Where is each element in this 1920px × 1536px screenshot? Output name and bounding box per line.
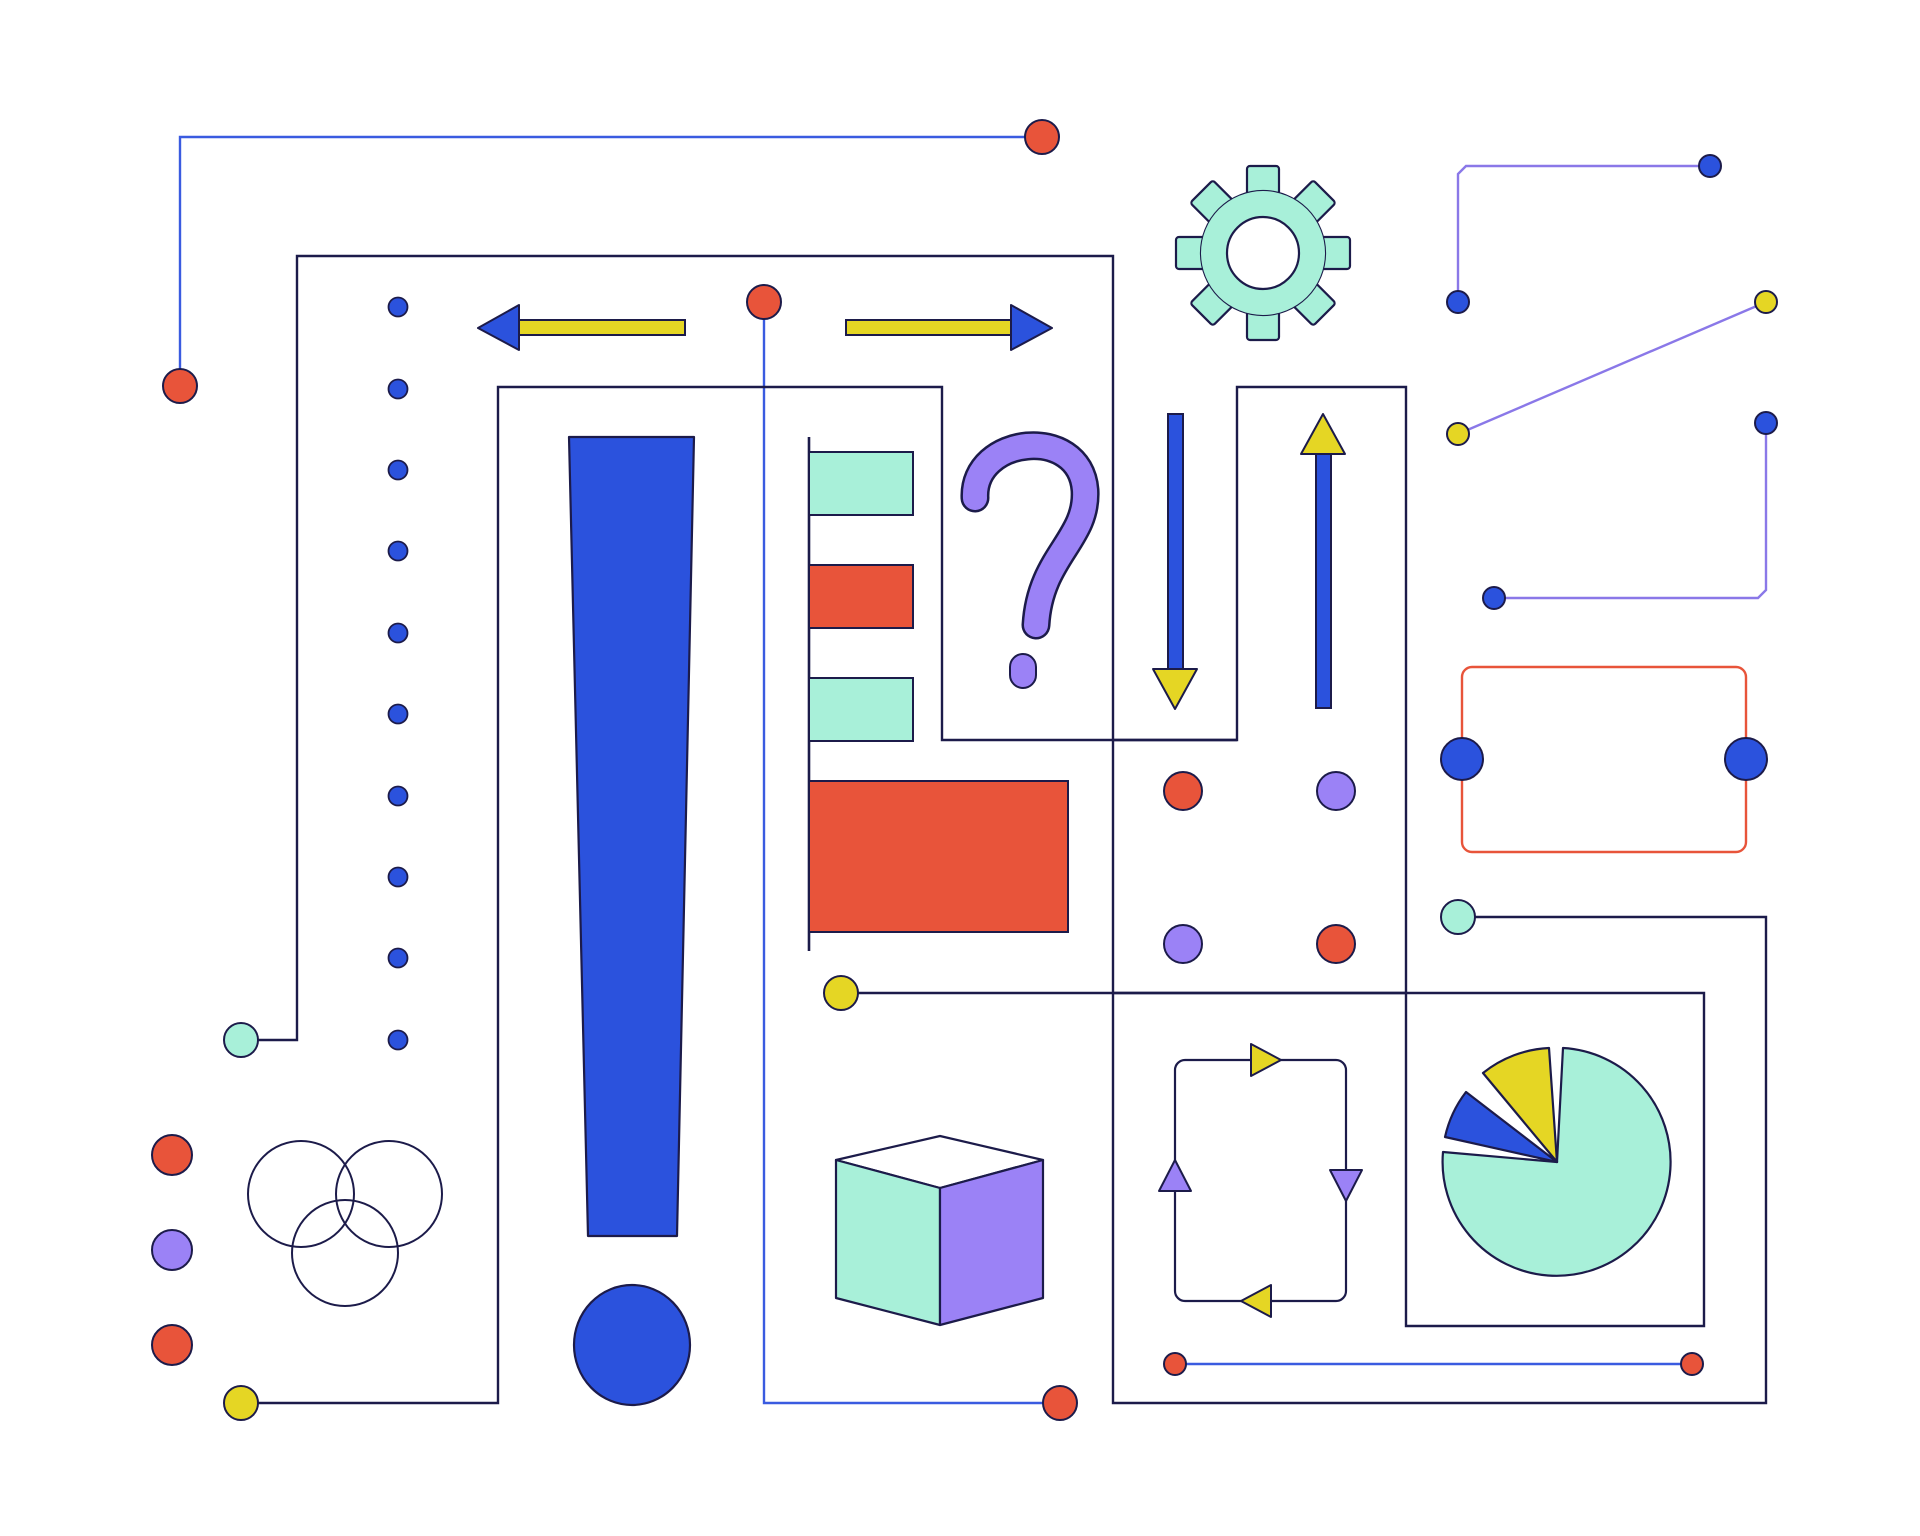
connector-dots (151, 119, 1778, 1421)
connector-dot-icon (1440, 899, 1476, 935)
connector-dot-icon (1042, 1385, 1078, 1421)
connector-lines (178, 135, 1768, 1405)
connector-line-right-bracket (1494, 423, 1768, 600)
dot (1163, 771, 1203, 811)
dot (387, 459, 409, 481)
connector-dot-icon (1024, 119, 1060, 155)
switch-frame-outline (1460, 665, 1748, 854)
cube-left (834, 1158, 942, 1327)
frame-inner-left (241, 385, 1706, 1405)
dot-column (387, 296, 409, 1051)
question-icon (960, 431, 1100, 689)
arrow-left-icon (477, 304, 686, 351)
connector-dot-icon (1698, 154, 1722, 178)
dot (387, 296, 409, 318)
gear-icon (1174, 164, 1352, 342)
arrow-down-icon (1152, 413, 1198, 710)
connector-dot-icon (151, 1229, 193, 1271)
connector-dot-icon (746, 284, 782, 320)
dot (1316, 924, 1356, 964)
connector-dot-icon (1754, 411, 1778, 435)
dot (387, 703, 409, 725)
cycle-arrows-icon (1158, 1043, 1363, 1318)
outline-frames (241, 254, 1768, 1405)
exclamation-dot (572, 1283, 692, 1407)
pie-slice-yellow (1481, 1046, 1559, 1164)
switch-dot-left (1440, 737, 1484, 781)
connector-dot-icon (162, 368, 198, 404)
connector-line-top-right-bracket (1456, 164, 1710, 302)
question-dot (1009, 653, 1037, 689)
venn-circles-icon (247, 1140, 443, 1307)
connector-line-center-vertical (762, 302, 1060, 1405)
exclamation-bar (567, 435, 696, 1238)
connector-dot-icon (223, 1022, 259, 1058)
cube-right (938, 1158, 1045, 1327)
arrow-right-icon (845, 304, 1053, 351)
bar-icon-bar (808, 780, 1069, 933)
dot (387, 540, 409, 562)
bar-icon-bar (808, 677, 914, 742)
connector-dot-icon (1446, 290, 1470, 314)
dot (1163, 924, 1203, 964)
connector-line-diagonal (1457, 300, 1767, 436)
connector-dot-icon (1163, 1352, 1187, 1376)
cycle-arrow-left (1158, 1159, 1192, 1192)
arrow-up-icon (1300, 413, 1346, 709)
cycle-arrow-top (1250, 1043, 1282, 1077)
pie-slice-large (1441, 1046, 1672, 1277)
pie-icon (1441, 1046, 1672, 1277)
connector-dot-icon (1446, 422, 1470, 446)
bar-icon-bar (808, 451, 914, 516)
dot (387, 947, 409, 969)
dot (387, 866, 409, 888)
connector-line-top-left (178, 135, 1042, 386)
dot (387, 785, 409, 807)
dot (1316, 771, 1356, 811)
cube-icon (834, 1134, 1045, 1327)
exclamation-icon (567, 435, 696, 1407)
switch-frame (1440, 665, 1768, 854)
connector-dot-icon (223, 1385, 259, 1421)
dot (387, 378, 409, 400)
dot-grid (1163, 771, 1356, 964)
connector-dot-icon (1482, 586, 1506, 610)
frame-outer-left (241, 254, 1768, 1405)
connector-dot-icon (151, 1324, 193, 1366)
connector-dot-icon (823, 975, 859, 1011)
cycle-arrow-right (1329, 1169, 1363, 1202)
pie-slice-blue (1443, 1090, 1559, 1164)
connector-dot-icon (1680, 1352, 1704, 1376)
bar-icon (807, 437, 1069, 951)
bar-icon-bar (808, 564, 914, 629)
dot (387, 1029, 409, 1051)
connector-dot-icon (1754, 290, 1778, 314)
switch-dot-right (1724, 737, 1768, 781)
cycle-arrow-bottom (1240, 1284, 1272, 1318)
dot (387, 622, 409, 644)
connector-dot-icon (151, 1134, 193, 1176)
